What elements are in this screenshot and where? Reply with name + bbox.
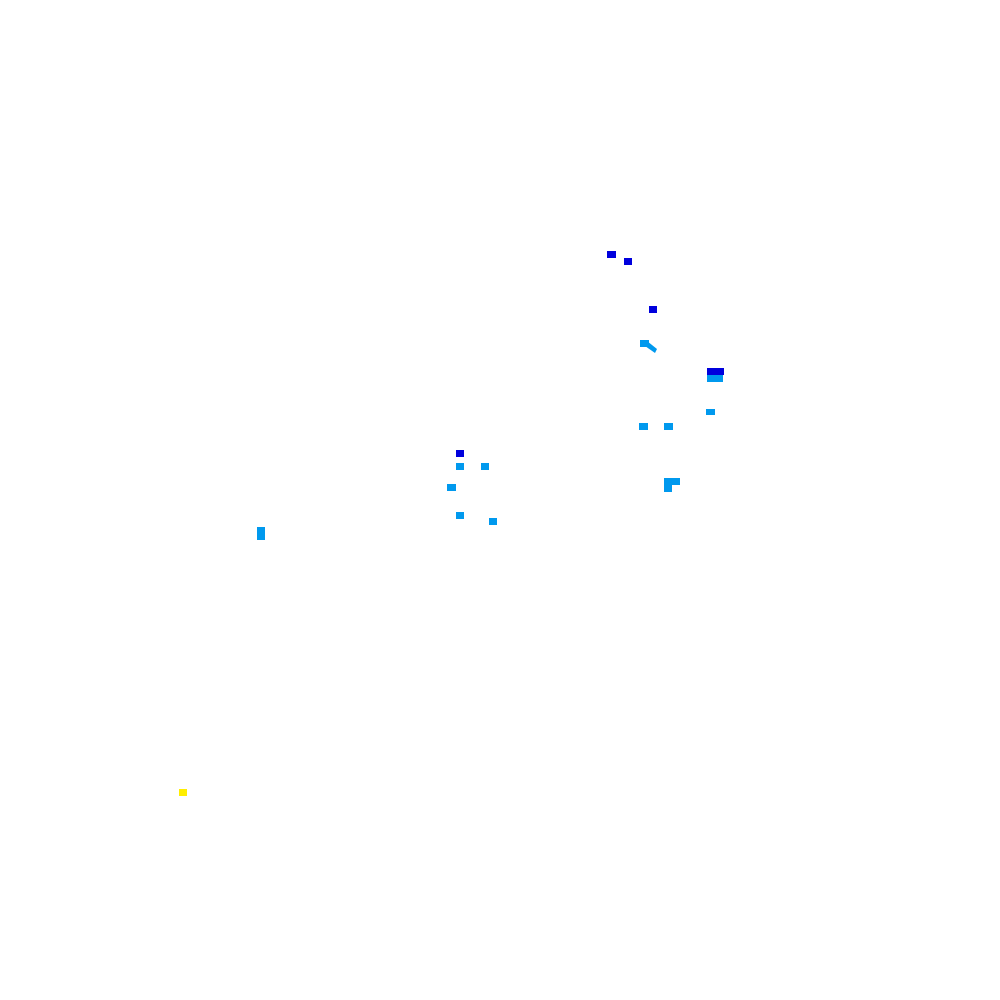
map-cell (624, 258, 632, 265)
map-cell (640, 340, 649, 347)
map-cell (179, 789, 187, 796)
map-cell (706, 409, 715, 415)
map-cell (456, 463, 464, 470)
map-cell (664, 423, 673, 430)
map-cell (707, 375, 723, 382)
map-cell (481, 463, 489, 470)
map-cell (607, 251, 616, 258)
map-cell (489, 518, 497, 525)
map-cell (447, 484, 456, 491)
map-cell (456, 512, 464, 519)
map-cell (664, 484, 672, 492)
yellow-cells (179, 789, 187, 796)
map-cell (639, 423, 648, 430)
light-blue-cells (257, 340, 723, 540)
map-cell (257, 527, 265, 540)
map-cell (645, 341, 657, 353)
map-cell (664, 478, 680, 485)
map-cell (649, 306, 657, 313)
map-cell (456, 450, 464, 457)
map-cell (707, 368, 724, 375)
dark-blue-cells (456, 251, 724, 457)
